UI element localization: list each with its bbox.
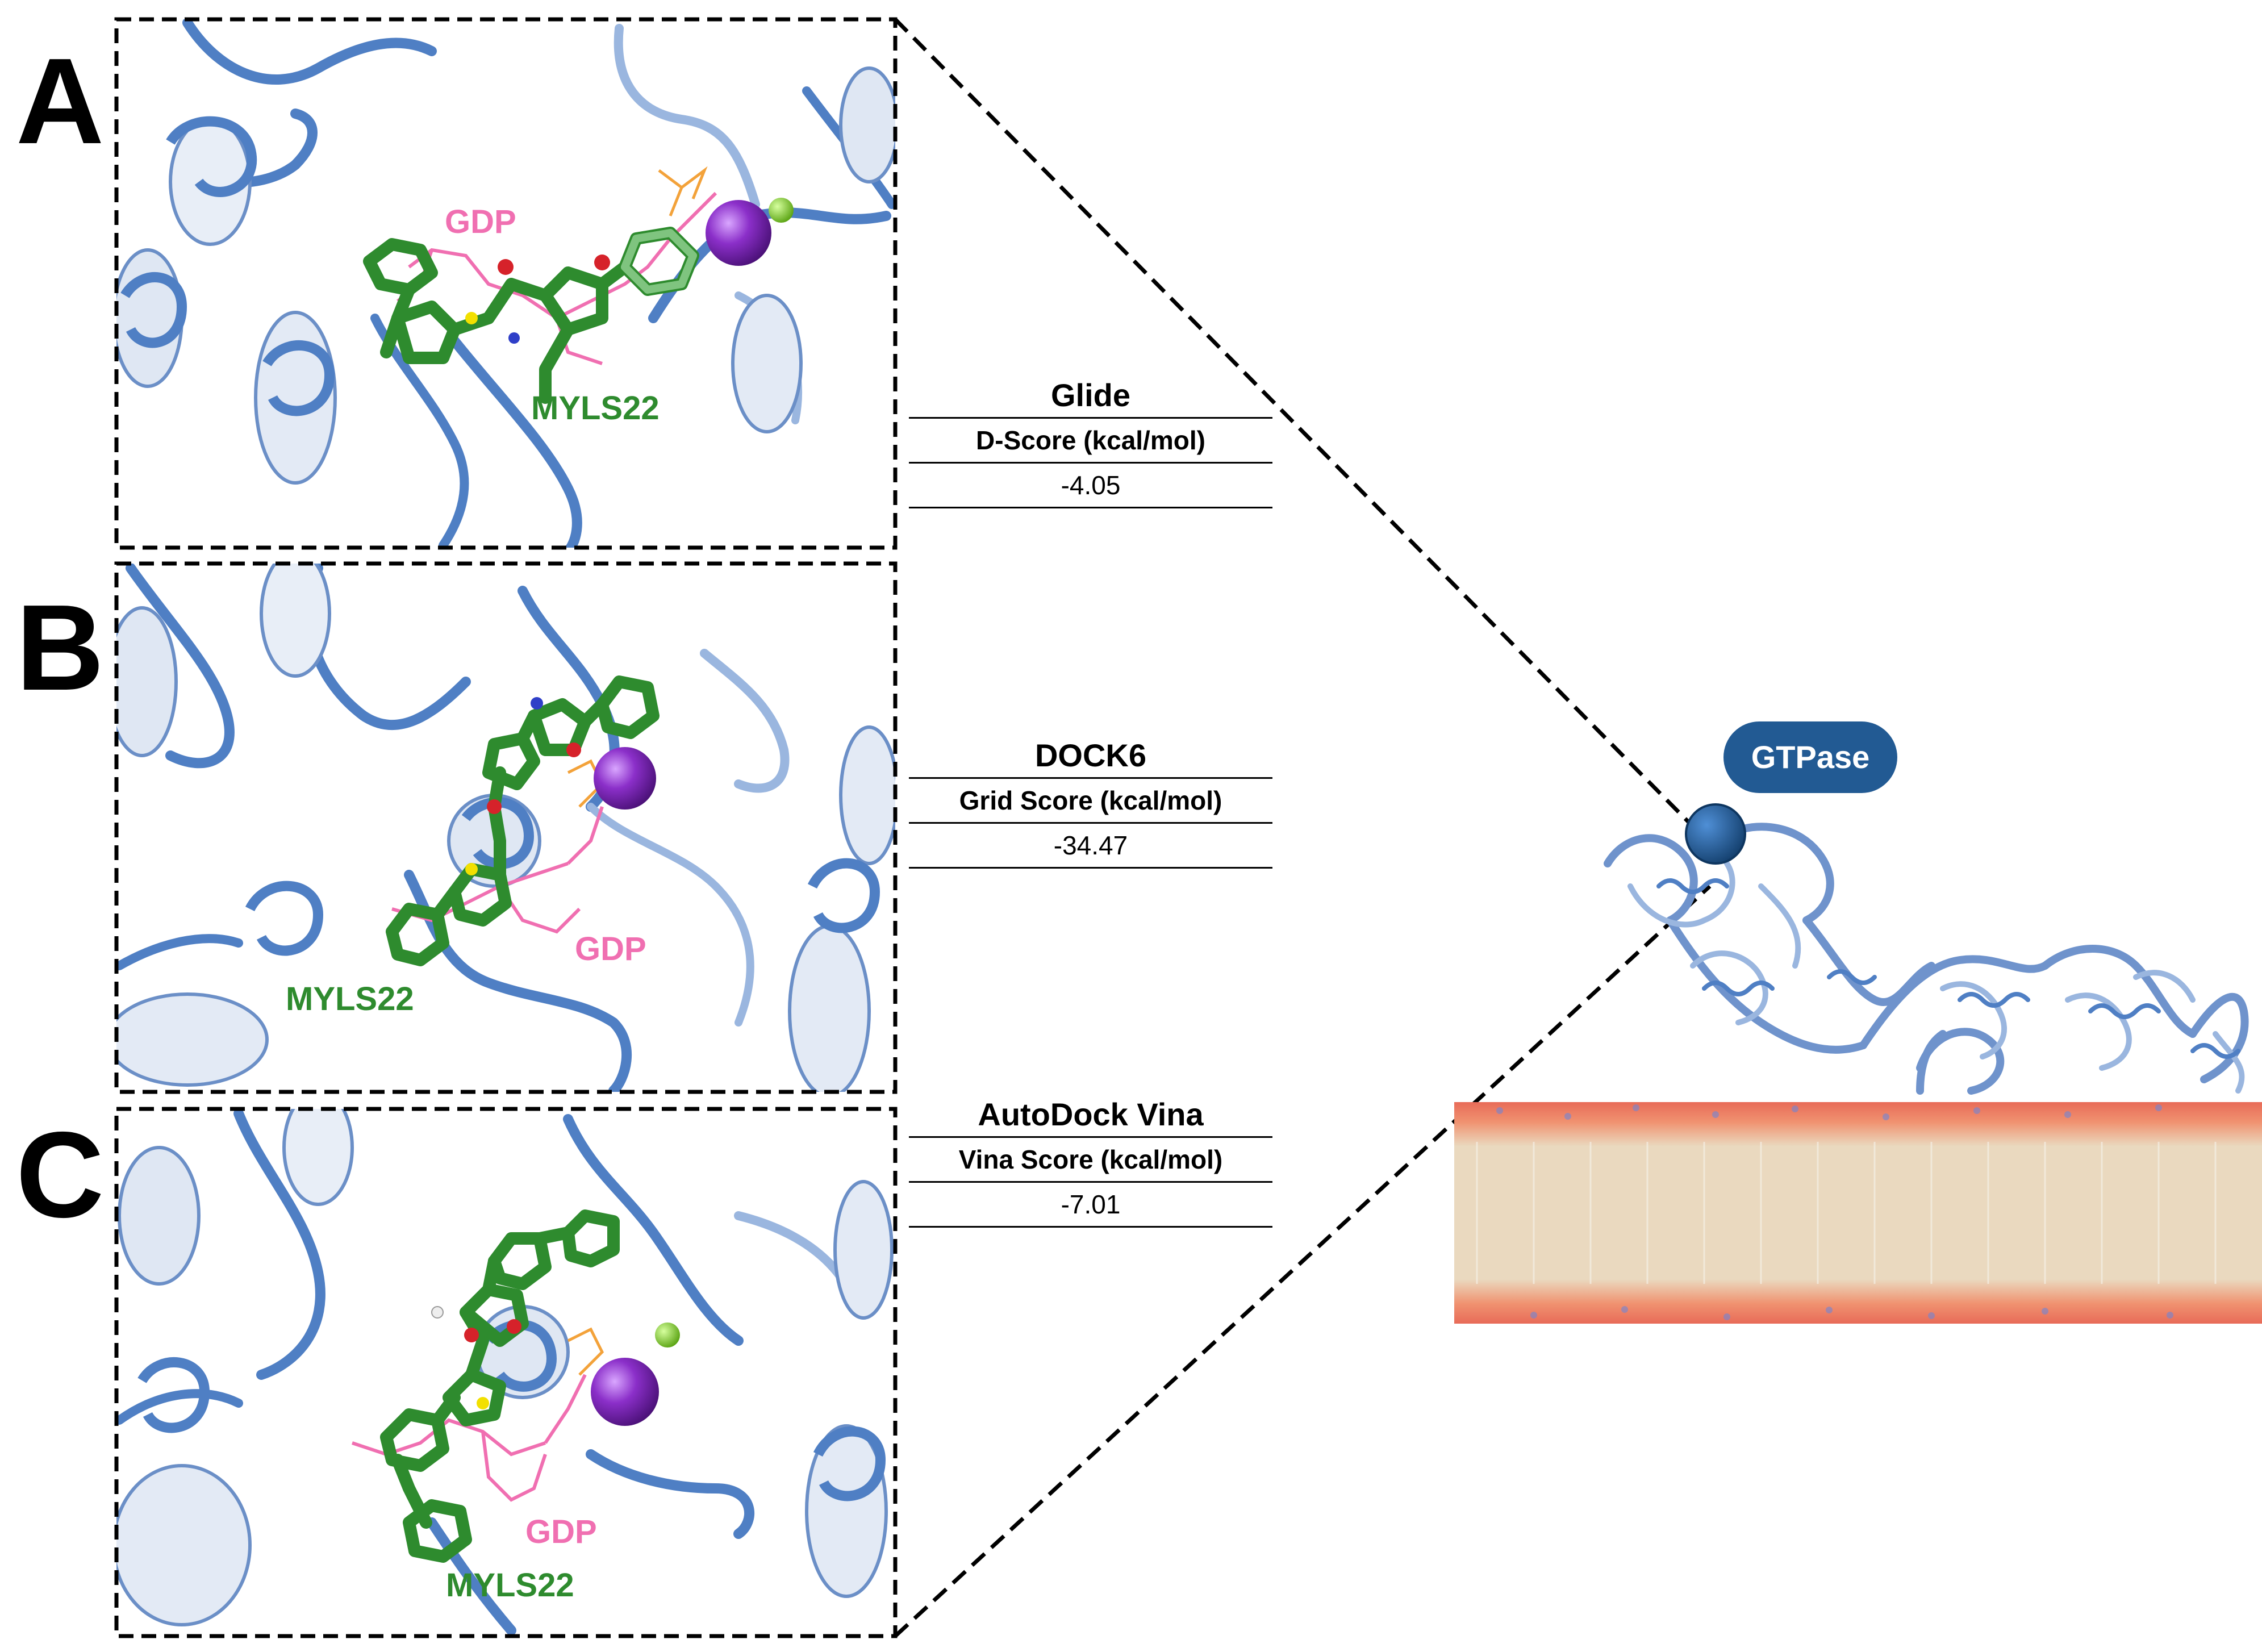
- panel-a-frame: [114, 17, 898, 550]
- panel-a-ligand-label: MYLS22: [531, 390, 660, 427]
- panel-letter-b: B: [16, 579, 105, 716]
- score-metric-name: D-Score (kcal/mol): [909, 419, 1272, 464]
- panel-a-gdp-label: GDP: [445, 203, 516, 240]
- score-metric-name: Vina Score (kcal/mol): [909, 1138, 1272, 1183]
- zoom-line-bottom: [894, 885, 1712, 1638]
- panel-letter-c: C: [16, 1106, 105, 1243]
- panel-letter-a: A: [16, 32, 105, 169]
- panel-b-structure: [116, 564, 895, 1092]
- gtpase-label-badge: GTPase: [1723, 721, 1897, 793]
- protein-overview: [1604, 803, 2249, 1095]
- score-metric-name: Grid Score (kcal/mol): [909, 779, 1272, 824]
- score-tool-name: AutoDock Vina: [909, 1093, 1272, 1138]
- score-value: -4.05: [909, 464, 1272, 508]
- panel-c-structure: [116, 1109, 894, 1636]
- panel-b-frame: [114, 561, 898, 1094]
- panel-c-gdp-label: GDP: [525, 1513, 597, 1550]
- gtpase-site-marker: [1685, 803, 1746, 865]
- panel-c-ligand-label: MYLS22: [446, 1567, 574, 1604]
- zoom-line-top: [894, 18, 1712, 845]
- panel-c-frame: [114, 1107, 898, 1638]
- score-table-autodock-vina: AutoDock Vina Vina Score (kcal/mol) -7.0…: [909, 1093, 1272, 1228]
- score-table-dock6: DOCK6 Grid Score (kcal/mol) -34.47: [909, 734, 1272, 869]
- score-table-glide: Glide D-Score (kcal/mol) -4.05: [909, 374, 1272, 508]
- panel-b-ligand-label: MYLS22: [286, 981, 414, 1017]
- score-value: -7.01: [909, 1183, 1272, 1228]
- score-value: -34.47: [909, 824, 1272, 869]
- score-tool-name: DOCK6: [909, 734, 1272, 779]
- panel-b-gdp-label: GDP: [575, 931, 646, 967]
- score-tool-name: Glide: [909, 374, 1272, 419]
- panel-a-structure: [116, 19, 895, 548]
- membrane: [1454, 1102, 2262, 1324]
